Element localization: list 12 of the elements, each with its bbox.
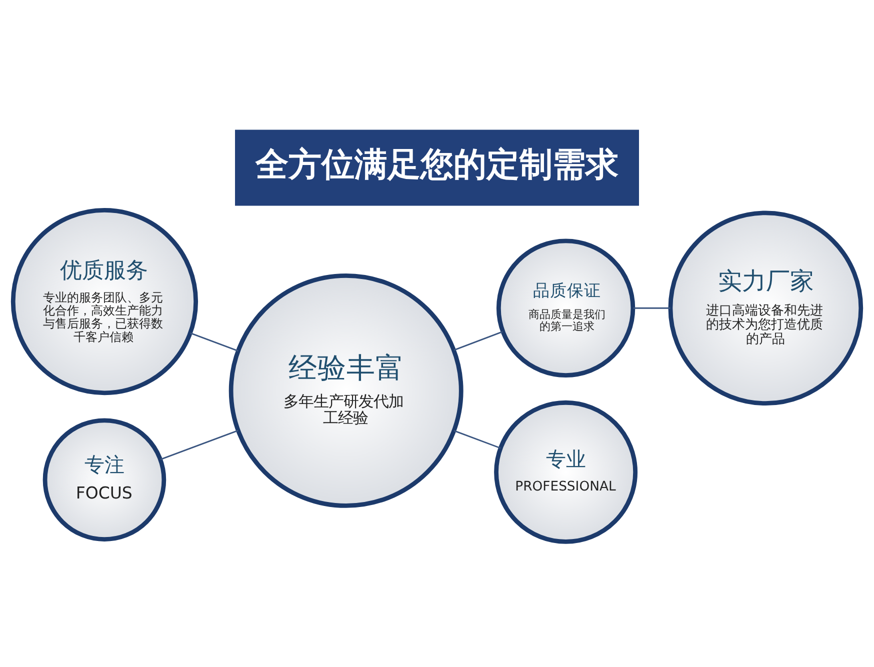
connector <box>633 307 670 309</box>
connector <box>454 331 503 351</box>
connector <box>160 430 238 460</box>
node-circle: 经验丰富 多年生产研发代加工经验 <box>228 273 464 508</box>
connector <box>454 430 501 449</box>
connector <box>190 332 238 352</box>
node-circle: 优质服务 专业的服务团队、多元化合作，高效生产能力与售后服务，已获得数千客户信赖 <box>10 208 198 396</box>
node-circle: 专注 FOCUS <box>42 418 166 542</box>
node-circle: 专业 PROFESSIONAL <box>494 400 638 544</box>
node-circle: 品质保证 商品质量是我们的第一追求 <box>496 238 636 378</box>
diagram-title: 全方位满足您的定制需求 <box>255 144 618 184</box>
node-circle: 实力厂家 进口高端设备和先进的技术为您打造优质的产品 <box>668 210 864 406</box>
